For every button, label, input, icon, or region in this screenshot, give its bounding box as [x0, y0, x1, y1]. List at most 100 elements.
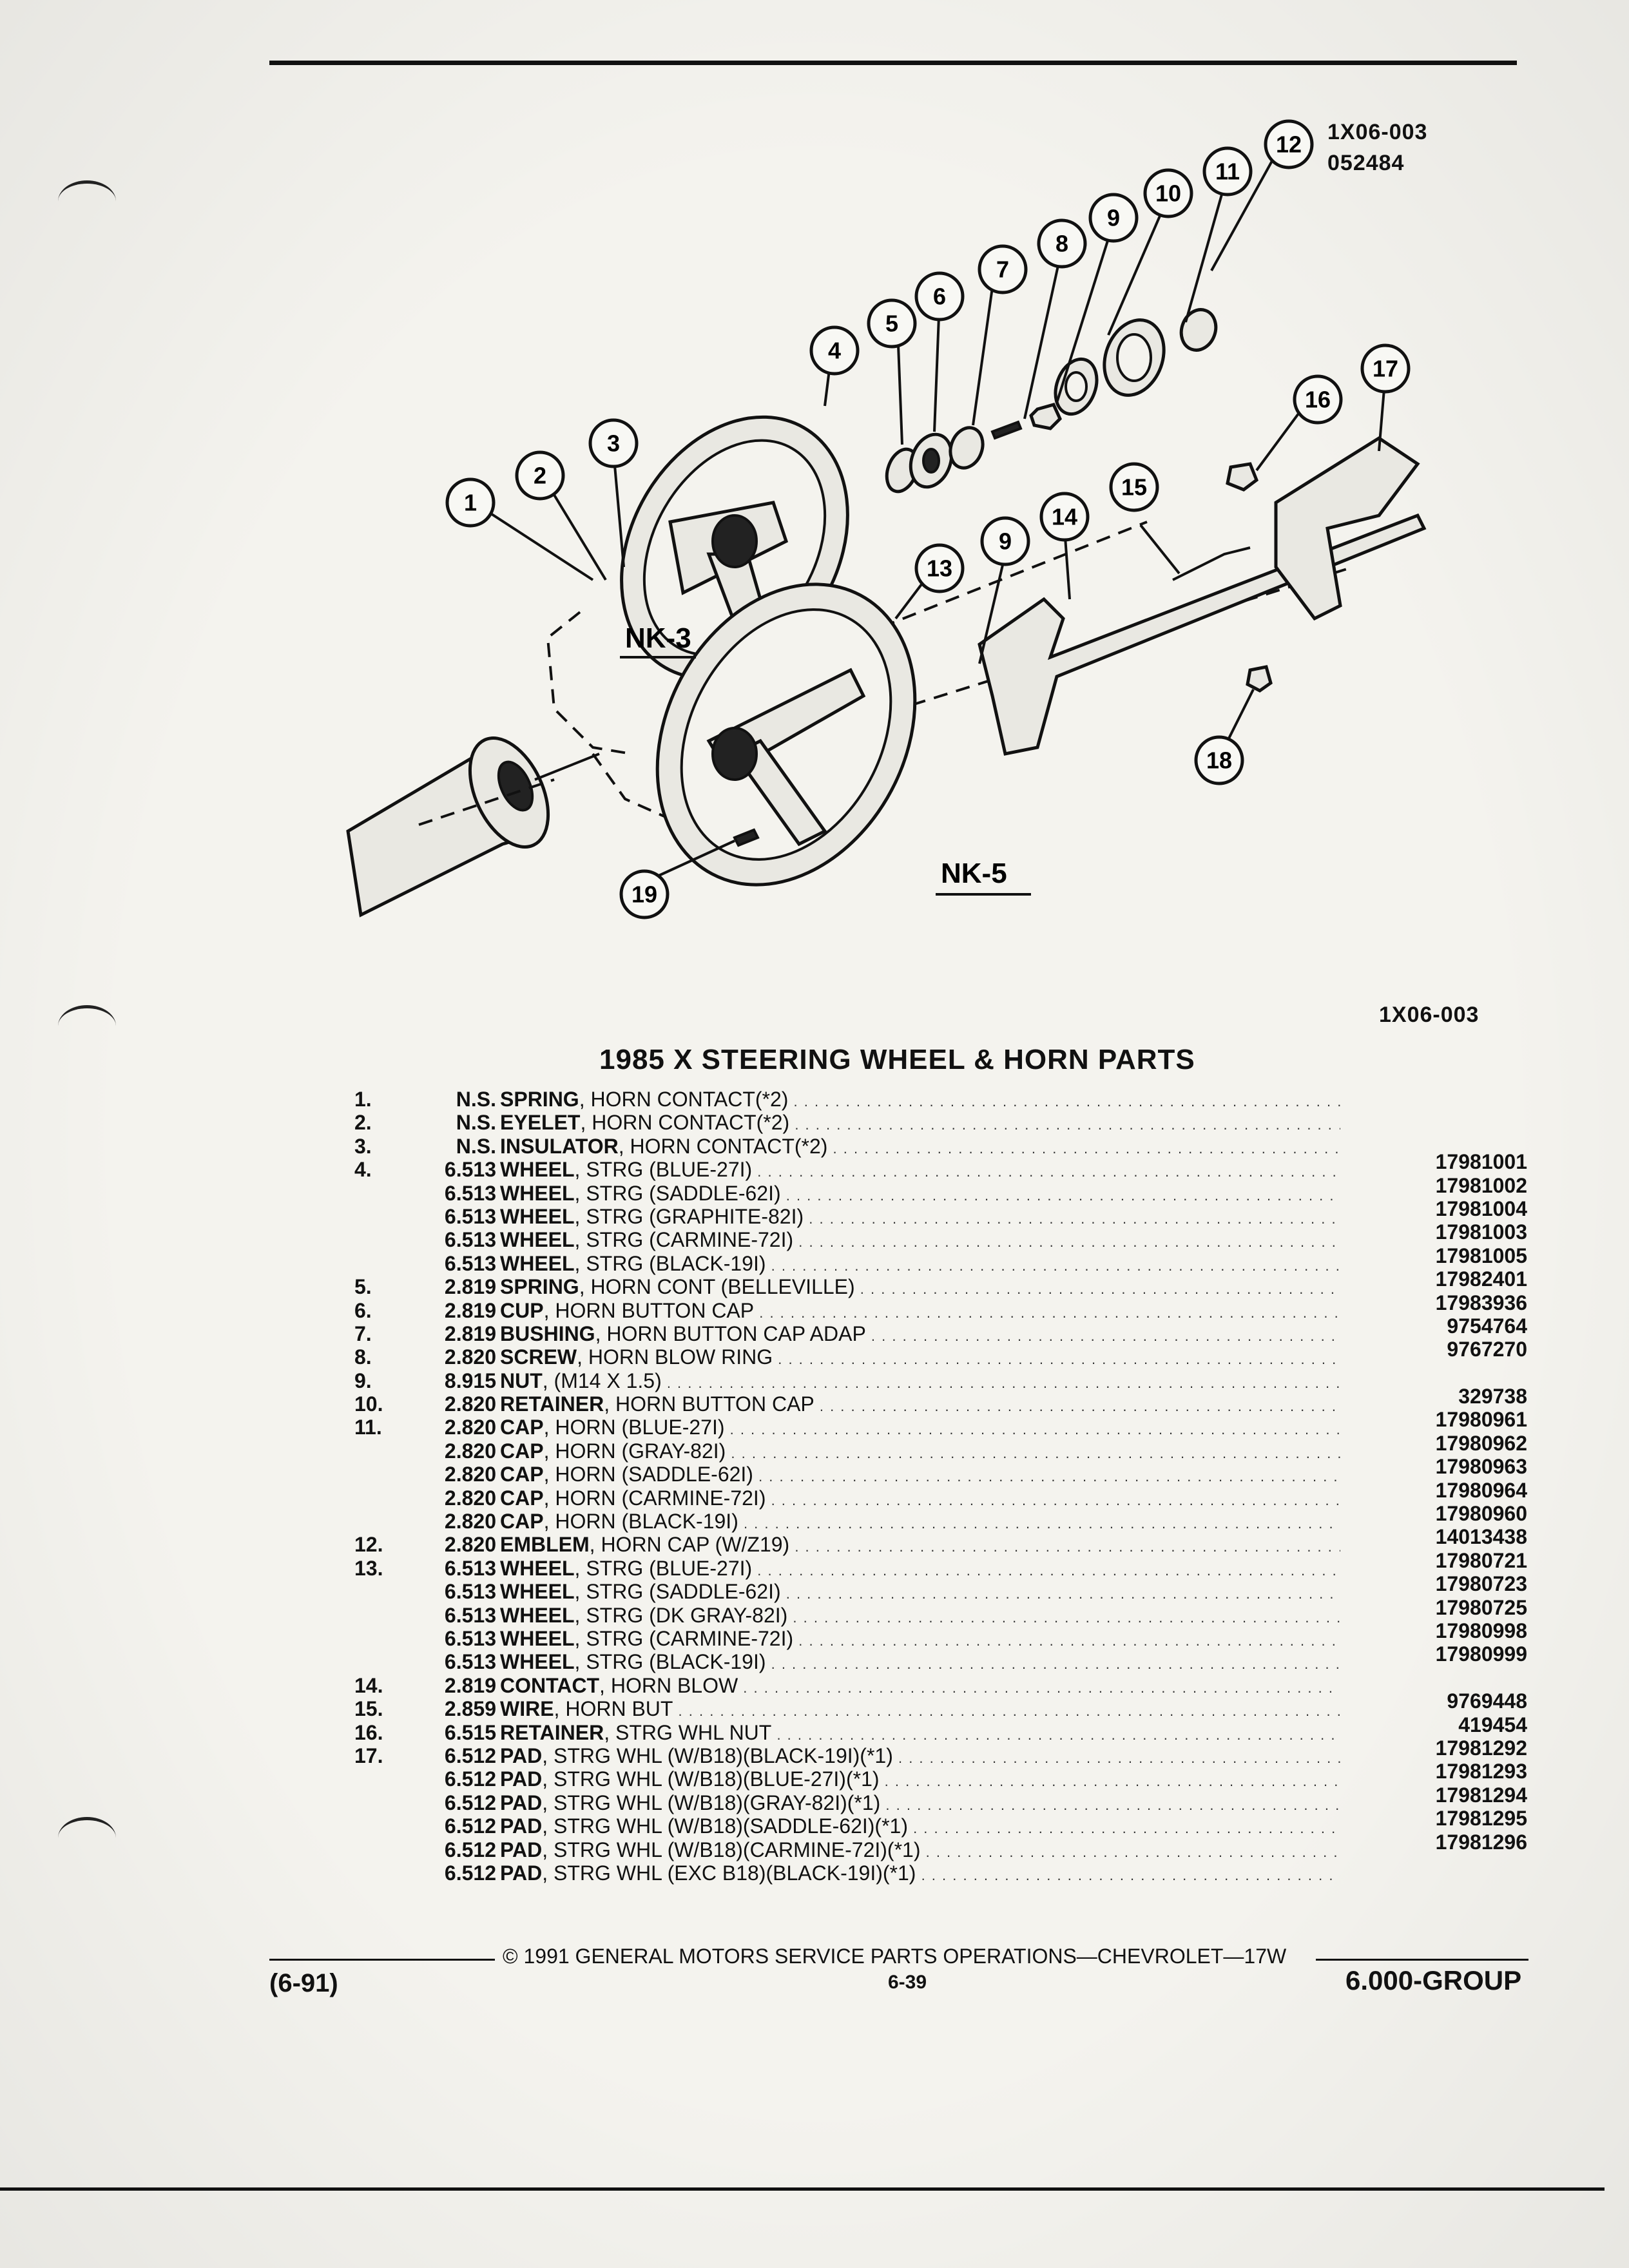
svg-text:14: 14: [1052, 504, 1077, 530]
part-description: WHEEL, STRG (CARMINE-72I): [500, 1228, 1340, 1254]
part-name: WHEEL: [500, 1181, 575, 1205]
group-number: 6.512: [444, 1814, 496, 1838]
item-number: 16.: [354, 1720, 383, 1744]
item-number: 5.: [354, 1275, 372, 1299]
callout-6: 6: [914, 271, 965, 322]
table-row: 2.N.S.EYELET, HORN CONTACT(*2): [322, 1111, 1553, 1134]
group-number: 2.820: [444, 1510, 496, 1533]
part-detail: , STRG WHL NUT: [604, 1720, 772, 1744]
svg-text:19: 19: [631, 881, 657, 908]
part-number: 17980721: [1435, 1548, 1527, 1572]
part-description: NUT, (M14 X 1.5): [500, 1369, 1340, 1395]
table-row: 3.N.S.INSULATOR, HORN CONTACT(*2): [322, 1135, 1553, 1158]
item-number: 3.: [354, 1134, 372, 1158]
part-description: WHEEL, STRG (BLACK-19I): [500, 1650, 1340, 1676]
group-number: N.S.: [456, 1134, 496, 1158]
part-description: CAP, HORN (BLACK-19I): [500, 1510, 1340, 1535]
group-number: 6.513: [444, 1228, 496, 1252]
callout-13: 13: [914, 543, 965, 593]
item-number: 14.: [354, 1673, 383, 1697]
part-name: WHEEL: [500, 1603, 575, 1627]
part-number: 9769448: [1447, 1689, 1527, 1713]
callout-7: 7: [978, 244, 1028, 294]
part-detail: , STRG (GRAPHITE-82I): [574, 1204, 804, 1228]
part-name: CAP: [500, 1439, 544, 1463]
item-number: 6.: [354, 1298, 372, 1322]
group-number: 6.513: [444, 1626, 496, 1650]
part-description: PAD, STRG WHL (EXC B18)(BLACK-19I)(*1): [500, 1861, 1340, 1887]
callout-leaders: [488, 148, 1387, 878]
part-name: RETAINER: [500, 1392, 604, 1416]
part-name: EMBLEM: [500, 1533, 590, 1557]
bottom-rule: [0, 2187, 1605, 2191]
callout-2: 2: [515, 450, 565, 501]
part-name: WHEEL: [500, 1251, 575, 1275]
svg-text:9: 9: [999, 528, 1012, 555]
group-number: 2.820: [444, 1439, 496, 1463]
part-number: 17980963: [1435, 1455, 1527, 1479]
part-detail: , STRG (BLUE-27I): [574, 1556, 753, 1580]
part-name: CAP: [500, 1510, 544, 1533]
svg-text:13: 13: [927, 555, 952, 582]
footer-rule-right: [1316, 1959, 1528, 1961]
group-number: 2.859: [444, 1697, 496, 1721]
item-number: 11.: [354, 1416, 382, 1439]
horn-wire-part: [1172, 546, 1251, 581]
part-detail: , HORN BUTTON CAP: [604, 1392, 815, 1416]
callout-19: 19: [619, 869, 670, 919]
part-name: WHEEL: [500, 1650, 575, 1674]
part-description: RETAINER, HORN BUTTON CAP: [500, 1392, 1340, 1418]
part-description: WHEEL, STRG (BLACK-19I): [500, 1252, 1340, 1278]
steering-wheel-nk5: [655, 582, 917, 887]
part-description: SCREW, HORN BLOW RING: [500, 1345, 1340, 1371]
part-detail: , STRG (BLACK-19I): [574, 1650, 766, 1674]
item-number: 17.: [354, 1744, 383, 1767]
group-number: 6.513: [444, 1580, 496, 1604]
group-number: 6.513: [444, 1251, 496, 1275]
svg-text:17: 17: [1373, 356, 1398, 382]
part-detail: , HORN CONTACT(*2): [618, 1134, 828, 1158]
part-description: WHEEL, STRG (BLUE-27I): [500, 1557, 1340, 1582]
callout-14: 14: [1039, 492, 1090, 542]
part-detail: , HORN (SADDLE-62I): [543, 1463, 753, 1486]
part-number: 17980960: [1435, 1502, 1527, 1526]
part-name: WHEEL: [500, 1556, 575, 1580]
group-number: 6.512: [444, 1791, 496, 1814]
callout-11: 11: [1202, 146, 1253, 197]
part-number: 17980999: [1435, 1642, 1527, 1666]
part-number: 17980961: [1435, 1408, 1527, 1432]
group-number: 6.512: [444, 1838, 496, 1861]
part-detail: , STRG (SADDLE-62I): [574, 1181, 781, 1205]
part-description: WHEEL, STRG (CARMINE-72I): [500, 1627, 1340, 1653]
part-detail: , STRG (BLUE-27I): [574, 1158, 753, 1182]
exploded-diagram: NK-3 NK-5 1 2: [322, 103, 1521, 941]
part-name: WHEEL: [500, 1580, 575, 1604]
svg-text:6: 6: [933, 284, 946, 310]
part-name: SPRING: [500, 1275, 579, 1299]
part-description: CAP, HORN (SADDLE-62I): [500, 1463, 1340, 1488]
figure-id: 1X06-003: [1327, 120, 1428, 144]
label-nk5: NK-5: [941, 858, 1007, 889]
part-description: CAP, HORN (GRAY-82I): [500, 1439, 1340, 1465]
steering-pad-part: [1274, 436, 1420, 621]
svg-text:10: 10: [1155, 180, 1181, 207]
part-detail: , HORN (BLUE-27I): [543, 1416, 725, 1439]
svg-text:12: 12: [1276, 131, 1302, 158]
callout-15: 15: [1109, 462, 1159, 512]
part-detail: , HORN CONTACT(*2): [579, 1088, 789, 1111]
group-number: 2.820: [444, 1392, 496, 1416]
part-detail: , STRG WHL (W/B18)(CARMINE-72I)(*1): [542, 1838, 921, 1861]
part-name: WHEEL: [500, 1228, 575, 1252]
part-description: PAD, STRG WHL (W/B18)(GRAY-82I)(*1): [500, 1791, 1340, 1817]
